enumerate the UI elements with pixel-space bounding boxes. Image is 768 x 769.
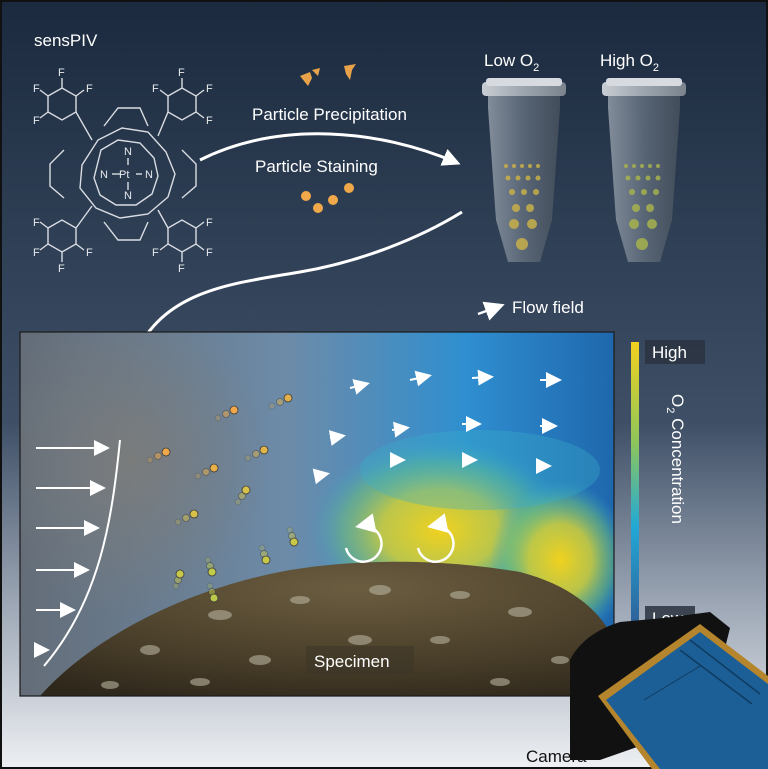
transfer-arrow (127, 210, 463, 368)
inlet-velocity-profile (34, 439, 121, 667)
fluorine-label: F (206, 115, 213, 127)
flow-field-legend-label: Flow field (512, 298, 584, 317)
nitrogen-label: N (124, 146, 132, 158)
specimen (40, 561, 614, 696)
flow-panel-border (19, 331, 615, 697)
pt-porphyrin-molecule (39, 78, 205, 262)
figure-title: sensPIV (34, 31, 98, 50)
fluorine-label: F (33, 83, 40, 95)
fluorine-label: F (206, 247, 213, 259)
low-o2-tube (482, 78, 566, 262)
nitrogen-label: N (100, 169, 108, 181)
specimen-label: Specimen (314, 652, 390, 671)
fluorine-label: F (33, 217, 40, 229)
high-o2-label: High O2 (600, 51, 659, 74)
fluorine-label: F (178, 263, 185, 275)
fluorine-label: F (86, 247, 93, 259)
stained-particles-icon (301, 183, 354, 213)
flow-field-vectors (312, 369, 562, 485)
fluorine-label: F (152, 247, 159, 259)
fluorine-label: F (33, 115, 40, 127)
molecule-labels: F F F F F F F F F F F F F F F F N N N N … (33, 67, 213, 275)
step-precipitation-label: Particle Precipitation (252, 105, 407, 124)
colorbar-high-label: High (652, 343, 687, 362)
fluorine-label: F (58, 263, 65, 275)
camera (570, 612, 768, 769)
fluorine-label: F (58, 67, 65, 79)
colorbar-title: O2 Concentration (664, 394, 687, 524)
specimen-label-box (306, 646, 414, 674)
flow-field-legend-arrow (477, 301, 505, 321)
colorbar (631, 342, 639, 626)
vortex-icons (344, 513, 455, 563)
low-o2-label: Low O2 (484, 51, 539, 74)
fluorine-label: F (206, 83, 213, 95)
precipitate-icon (300, 64, 356, 86)
process-arrow (199, 132, 461, 166)
fluorine-label: F (178, 67, 185, 79)
fluorine-label: F (152, 83, 159, 95)
flow-panel (20, 332, 614, 696)
nitrogen-label: N (145, 169, 153, 181)
particle-traces (146, 393, 299, 603)
fluorine-label: F (86, 83, 93, 95)
platinum-label: Pt (119, 169, 129, 181)
colorbar-high-box (645, 340, 705, 364)
high-o2-tube (602, 78, 686, 262)
step-staining-label: Particle Staining (255, 157, 378, 176)
nitrogen-label: N (124, 190, 132, 202)
fluorine-label: F (33, 247, 40, 259)
fluorine-label: F (206, 217, 213, 229)
camera-label: Camera (526, 747, 587, 766)
